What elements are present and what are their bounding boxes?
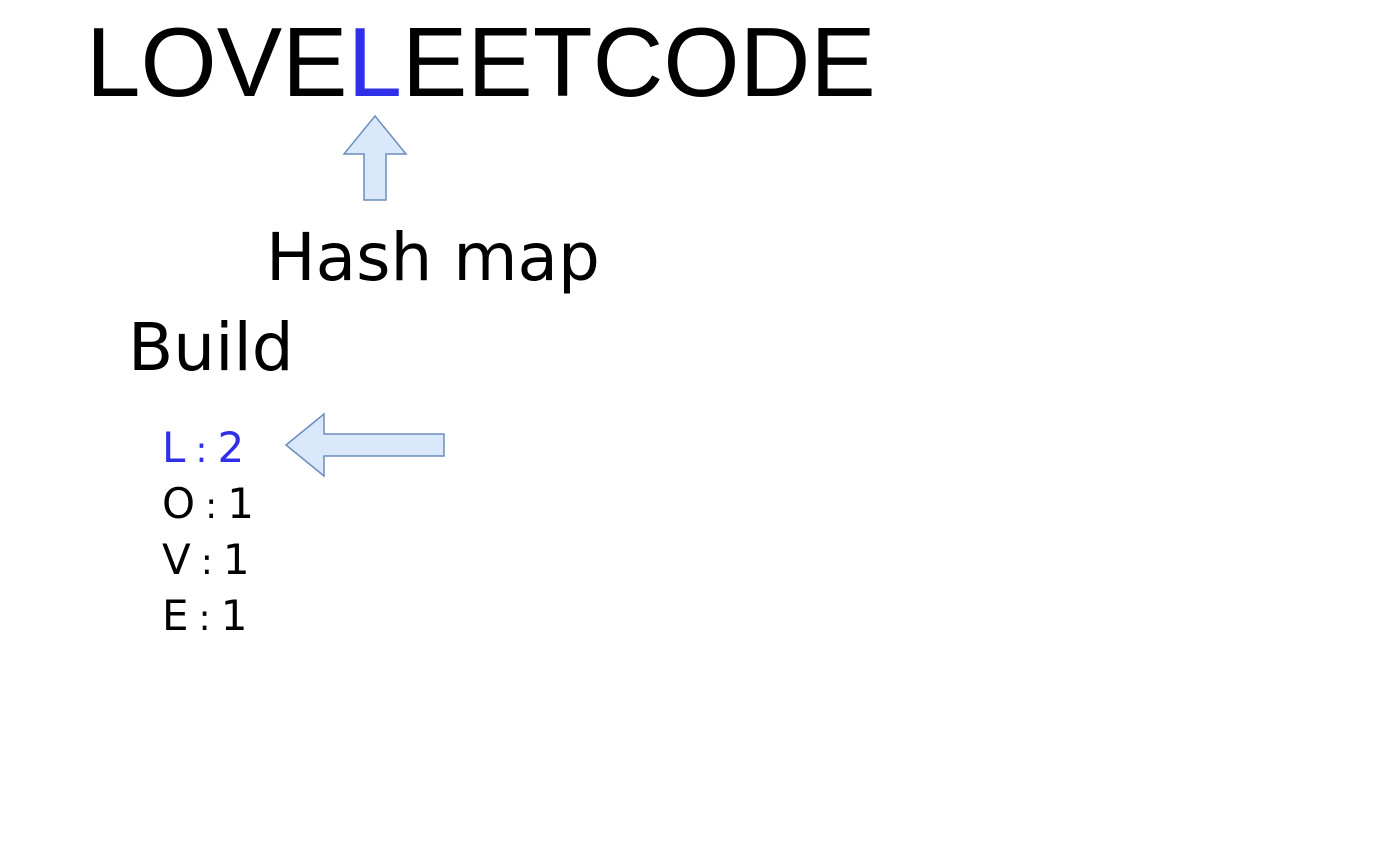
entry-key: L xyxy=(162,423,186,472)
hash-map-title: Hash map xyxy=(266,219,600,296)
entry-key: V xyxy=(162,535,191,584)
entry-separator: : xyxy=(200,542,213,583)
entry-count: 1 xyxy=(222,535,250,584)
input-string-suffix: EETCODE xyxy=(401,7,876,117)
hash-map-entry: V:1 xyxy=(162,532,254,588)
hash-map-entry: L:2 xyxy=(162,420,254,476)
entry-separator: : xyxy=(205,486,218,527)
entry-separator: : xyxy=(195,430,208,471)
build-title: Build xyxy=(128,309,294,386)
entry-count: 2 xyxy=(217,423,245,472)
input-string-current-char: L xyxy=(347,7,402,117)
hash-map-entry: E:1 xyxy=(162,588,254,644)
left-arrow-icon xyxy=(284,412,445,478)
input-string-prefix: LOVE xyxy=(86,7,348,117)
entry-separator: : xyxy=(198,598,211,639)
entry-count: 1 xyxy=(220,591,248,640)
hash-map-entry: O:1 xyxy=(162,476,254,532)
entry-key: E xyxy=(162,591,189,640)
input-string: LOVELEETCODE xyxy=(86,12,876,112)
entry-key: O xyxy=(162,479,196,528)
up-arrow-icon xyxy=(342,114,408,201)
entry-count: 1 xyxy=(227,479,254,528)
